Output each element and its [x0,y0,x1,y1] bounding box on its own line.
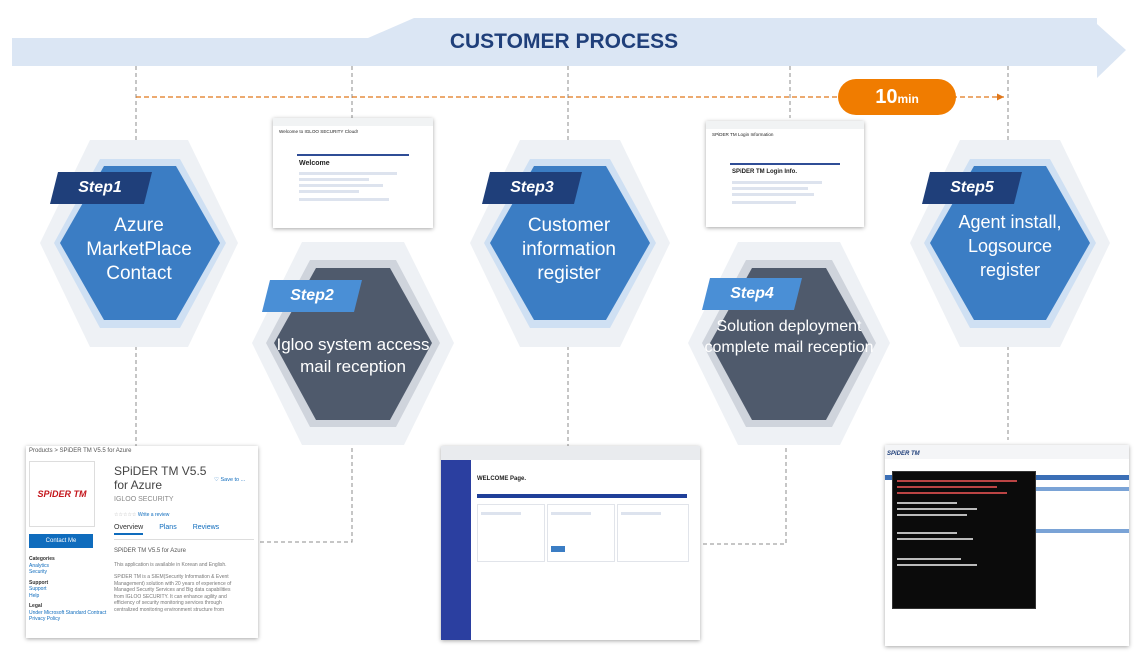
contact-me-button[interactable]: Contact Me [29,534,93,548]
step5-tag-shape [922,172,1022,204]
step3-tag-shape [482,172,582,204]
tab-plans[interactable]: Plans [159,524,177,531]
write-review-link[interactable]: ☆☆☆☆☆ Write a review [114,512,170,518]
mail1-subject: Welcome to IGLOO SECURITY Cloud! [279,129,358,134]
banner-title: CUSTOMER PROCESS [449,30,679,53]
step3-title: Customer information register [522,215,616,284]
step1-tag-shape [50,172,152,204]
marketplace-screenshot: Products > SPiDER TM V5.5 for Azure SPiD… [26,446,258,638]
tab-reviews[interactable]: Reviews [192,524,220,531]
step3-tag: Step3 [510,179,554,196]
step2-title: Igloo system access mail reception [276,335,430,376]
mail2-subject: SPiDER TM Login Information [712,132,774,137]
step2-tag: Step2 [290,287,334,304]
support-link[interactable]: Support [29,586,47,592]
timer-unit: min [897,92,919,106]
step5-tag: Step5 [950,179,994,196]
mail1-heading: Welcome [299,160,330,167]
save-to-link[interactable]: ♡ Save to ... [214,477,246,483]
category-link[interactable]: Analytics [29,562,50,569]
star-rating-icon: ☆☆☆☆☆ [114,512,137,518]
step1-tag: Step1 [78,179,122,196]
timer-label: 10min [838,86,956,109]
step1-title: Azure MarketPlace Contact [86,215,192,284]
mail-screenshot-welcome: Welcome to IGLOO SECURITY Cloud! Welcome [273,118,433,228]
register-sidebar [441,460,471,640]
marketplace-sidebar: Categories Analytics Security Support Su… [29,556,109,623]
console-screenshot: SPiDER TM [885,445,1129,646]
process-banner-arrow [12,18,1126,78]
heart-icon: ♡ [214,477,219,483]
category-link[interactable]: Security [29,569,48,575]
privacy-link[interactable]: Privacy Policy [29,616,61,622]
marketplace-description: SPiDER TM V5.5 for Azure This applicatio… [114,548,232,613]
mail-screenshot-login-info: SPiDER TM Login Information SPiDER TM Lo… [706,121,864,227]
mail2-heading: SPiDER TM Login Info. [732,169,797,175]
timer-value: 10 [875,86,898,108]
vendor-name: IGLOO SECURITY [114,496,174,503]
step5-title: Agent install, Logsource register [958,212,1062,280]
terminal-window [892,471,1036,609]
marketplace-tabs: Overview Plans Reviews [114,524,219,535]
console-app-logo: SPiDER TM [887,451,920,457]
step4-tag: Step4 [730,285,774,302]
hexagon-step4 [688,242,890,445]
step4-title: Solution deployment complete mail recept… [704,318,874,356]
tab-overview[interactable]: Overview [114,524,144,535]
product-title: SPiDER TM V5.5 for Azure [114,464,207,492]
register-page-screenshot: WELCOME Page. [441,446,700,640]
marketplace-breadcrumb: Products > SPiDER TM V5.5 for Azure [29,448,132,454]
step4-tag-shape [702,278,802,310]
help-link[interactable]: Help [29,592,40,599]
legal-link[interactable]: Under Microsoft Standard Contract [29,609,107,616]
step2-tag-shape [262,280,362,312]
register-heading: WELCOME Page. [477,476,527,482]
timer-pill [838,79,956,115]
spider-tm-logo: SPiDER TM [29,461,95,527]
